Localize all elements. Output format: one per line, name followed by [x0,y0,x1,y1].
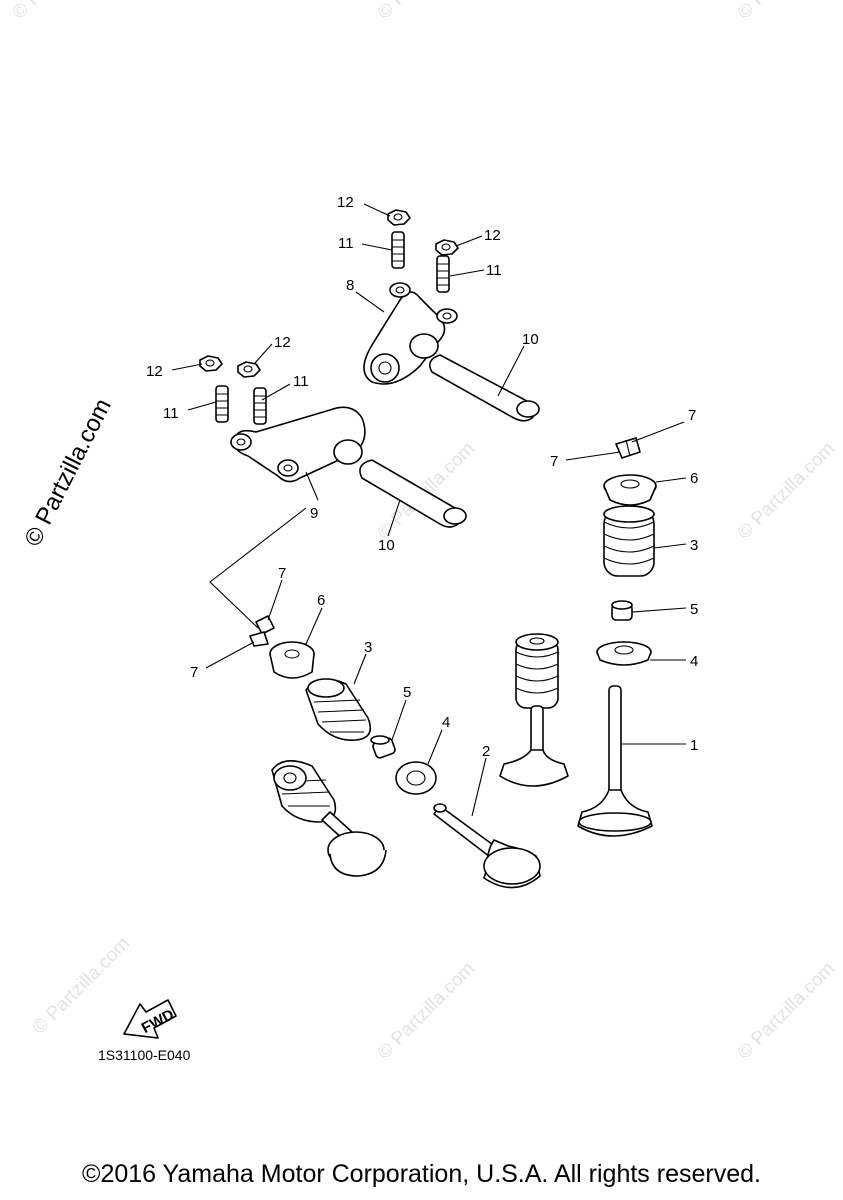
watermark-top-left: © Partzilla.com [9,0,114,24]
spring-seat-right [596,641,652,666]
valve-installed-left [271,760,387,877]
callout-4-right: 4 [690,653,698,670]
rocker-shaft-lower [359,459,467,528]
spring-retainer-left [269,641,315,679]
diagram-code: 1S31100-E040 [98,1047,191,1063]
callout-6-left: 6 [317,592,325,609]
callout-12-upper-b: 12 [484,227,501,244]
callout-5-left: 5 [403,684,411,701]
locknut-upper-a [387,209,411,226]
callout-6-right: 6 [690,470,698,487]
callout-11-lower-a: 11 [163,405,179,422]
callout-7-right-bottom: 7 [550,453,558,470]
spring-retainer-right [603,474,657,506]
valve-stem-seal-right [611,600,633,621]
spring-seat-left [395,761,437,795]
adjuster-screw-lower-a [215,385,229,423]
watermark-layer: © Partzilla.com © Partzilla.com © Partzi… [9,0,839,1064]
callout-10-lower: 10 [378,537,395,554]
callout-2: 2 [482,743,490,760]
watermark-top-center: © Partzilla.com [374,0,479,24]
watermark-low-left: © Partzilla.com [29,933,134,1038]
intake-valve [577,685,653,837]
watermark-side: © Partzilla.com [19,394,116,550]
locknut-lower-b [237,361,261,378]
exhaust-valve [433,803,541,889]
callout-11-upper-a: 11 [338,235,354,252]
locknut-lower-a [199,355,223,372]
valve-spring-left [305,678,372,741]
rocker-arm-lower [230,406,366,483]
watermark-low-right: © Partzilla.com [734,958,839,1063]
copyright-notice: ©2016 Yamaha Motor Corporation, U.S.A. A… [82,1160,761,1188]
watermark-mid-right: © Partzilla.com [734,438,839,543]
callout-10-upper: 10 [522,331,539,348]
valve-installed-right [499,633,569,787]
watermark-low-center: © Partzilla.com [374,958,479,1063]
locknut-upper-b [435,239,459,256]
callout-leaders [171,203,687,817]
callout-7-right-top: 7 [688,407,696,424]
rocker-shaft-upper [429,354,540,422]
callout-12-upper-a: 12 [337,194,354,211]
rocker-arm-upper [363,282,458,385]
callout-12-lower-b: 12 [274,334,291,351]
callout-3-right: 3 [690,537,698,554]
adjuster-screw-upper-a [391,231,405,269]
watermark-top-right: © Partzilla.com [734,0,839,24]
valve-cotter-left [249,615,275,647]
callout-1: 1 [690,737,698,754]
callout-4-left: 4 [442,714,450,731]
callout-7-left-bottom: 7 [190,664,198,681]
valve-cotter-right [615,437,641,459]
callout-11-upper-b: 11 [486,262,502,279]
callout-3-left: 3 [364,639,372,656]
callout-7-left-top: 7 [278,565,286,582]
callout-9: 9 [310,505,318,522]
valve-stem-seal-left [370,735,396,759]
callout-5-right: 5 [690,601,698,618]
adjuster-screw-lower-b [253,387,267,425]
callout-labels: 1 2 3 3 4 4 5 5 6 6 7 7 7 7 8 9 10 10 11… [146,194,698,760]
fwd-arrow-icon: FWD [123,999,177,1039]
adjuster-screw-upper-b [436,255,450,293]
valve-spring-right [603,505,655,577]
callout-12-lower-a: 12 [146,363,163,380]
callout-11-lower-b: 11 [293,373,309,390]
callout-8: 8 [346,277,354,294]
